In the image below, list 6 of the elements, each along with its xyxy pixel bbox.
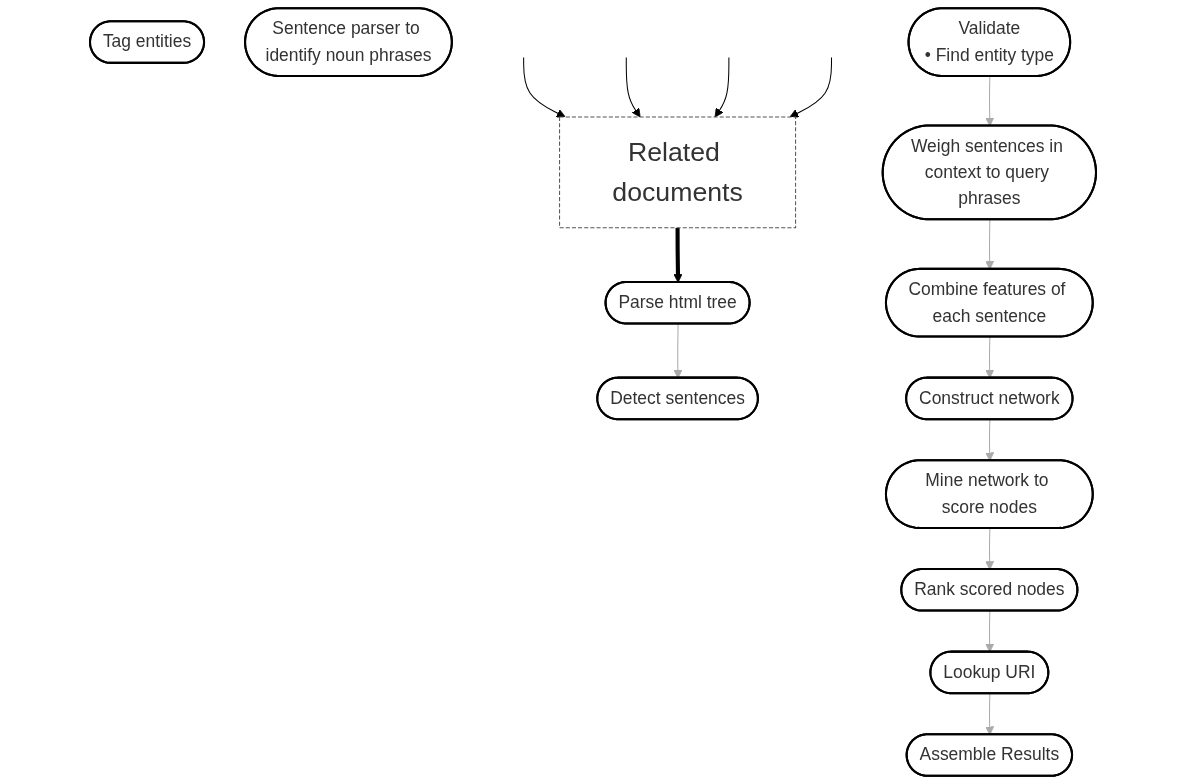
node-box: Related documents — [559, 116, 797, 229]
arrow — [523, 56, 566, 118]
arrow — [714, 56, 730, 118]
arrow — [789, 56, 832, 118]
arrow — [625, 56, 641, 118]
arrow — [985, 527, 995, 570]
